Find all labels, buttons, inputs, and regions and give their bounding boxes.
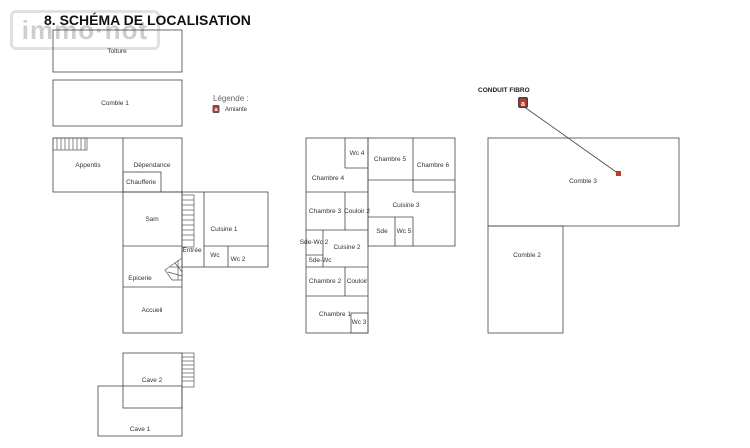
watermark-part-1: immo bbox=[21, 14, 96, 45]
label-chambre3: Chambre 3 bbox=[309, 208, 342, 215]
label-combles2: Comble 2 bbox=[513, 252, 541, 259]
legend-marker-letter: a bbox=[214, 107, 218, 113]
room-combles3 bbox=[487, 137, 680, 227]
legend-title: Légende : bbox=[213, 94, 249, 103]
label-cuisine1: Cuisine 1 bbox=[210, 226, 237, 233]
label-chaufferie: Chaufferie bbox=[126, 179, 156, 186]
label-wc4: Wc 4 bbox=[350, 150, 365, 157]
room-combles1-left bbox=[52, 79, 183, 127]
stairs-sam bbox=[181, 194, 195, 248]
label-sdewc2: Sde-Wc 2 bbox=[300, 239, 329, 246]
label-sam: Sam bbox=[145, 216, 158, 223]
watermark-dot: · bbox=[95, 14, 105, 45]
label-chambre5: Chambre 5 bbox=[374, 156, 407, 163]
fibre-label: CONDUIT FIBRO bbox=[478, 87, 530, 94]
watermark-part-2: not bbox=[104, 14, 149, 45]
label-cuisine2: Cuisine 2 bbox=[333, 244, 360, 251]
label-wc: Wc bbox=[210, 252, 220, 259]
label-couloir: Couloir bbox=[347, 278, 368, 285]
label-epicerie: Epicerie bbox=[128, 275, 152, 282]
label-entree: Entrée bbox=[182, 247, 202, 254]
fibre-marker-fill bbox=[519, 98, 527, 107]
walls bbox=[52, 29, 680, 437]
label-cave1: Cave 1 bbox=[130, 426, 151, 433]
label-chambre6: Chambre 6 bbox=[417, 162, 450, 169]
label-accueil: Accueil bbox=[142, 307, 164, 314]
label-cave2: Cave 2 bbox=[142, 377, 163, 384]
room-combles2 bbox=[487, 225, 564, 334]
label-appentis: Appentis bbox=[75, 162, 101, 169]
room-wc3 bbox=[350, 312, 369, 334]
watermark-logo: immo·not bbox=[10, 10, 160, 50]
label-dependance: Dépendance bbox=[134, 162, 171, 169]
legend-marker-fill bbox=[213, 106, 219, 112]
page-title: 8. SCHÉMA DE LOCALISATION bbox=[44, 12, 251, 28]
legend-item-amiante: Amiante bbox=[225, 107, 248, 113]
fibre-marker-icon: a bbox=[518, 97, 528, 108]
label-chambre4: Chambre 4 bbox=[312, 175, 345, 182]
stairs-appentis bbox=[52, 137, 88, 151]
label-couloir2: Couloir 2 bbox=[344, 208, 370, 215]
room-toiture bbox=[52, 29, 183, 73]
room-cave1 bbox=[97, 385, 183, 437]
label-sdewc: Sde-Wc bbox=[308, 257, 332, 264]
label-cuisine3: Cuisine 3 bbox=[392, 202, 419, 209]
label-wc3: Wc 3 bbox=[352, 319, 367, 326]
room-labels: Toiture Comble 1 Appentis Dépendance Cha… bbox=[75, 48, 597, 433]
stairs-cave2 bbox=[181, 352, 195, 388]
block-mid-left bbox=[305, 137, 369, 334]
label-combles3: Comble 3 bbox=[569, 178, 597, 185]
label-wc2: Wc 2 bbox=[231, 256, 246, 263]
stairs-epicerie bbox=[164, 257, 183, 281]
fibre-location-point bbox=[616, 171, 621, 176]
label-combles1-left: Comble 1 bbox=[101, 100, 129, 107]
fibre-leader-line bbox=[522, 105, 620, 175]
fibre-marker-letter: a bbox=[521, 101, 525, 108]
label-toiture: Toiture bbox=[107, 48, 127, 55]
label-chambre1: Chambre 1 bbox=[319, 311, 352, 318]
label-sde: Sde bbox=[376, 228, 388, 235]
label-wc5: Wc 5 bbox=[397, 228, 412, 235]
block-top-left bbox=[52, 137, 183, 193]
label-chambre2: Chambre 2 bbox=[309, 278, 342, 285]
legend-marker-icon: a bbox=[212, 105, 220, 113]
